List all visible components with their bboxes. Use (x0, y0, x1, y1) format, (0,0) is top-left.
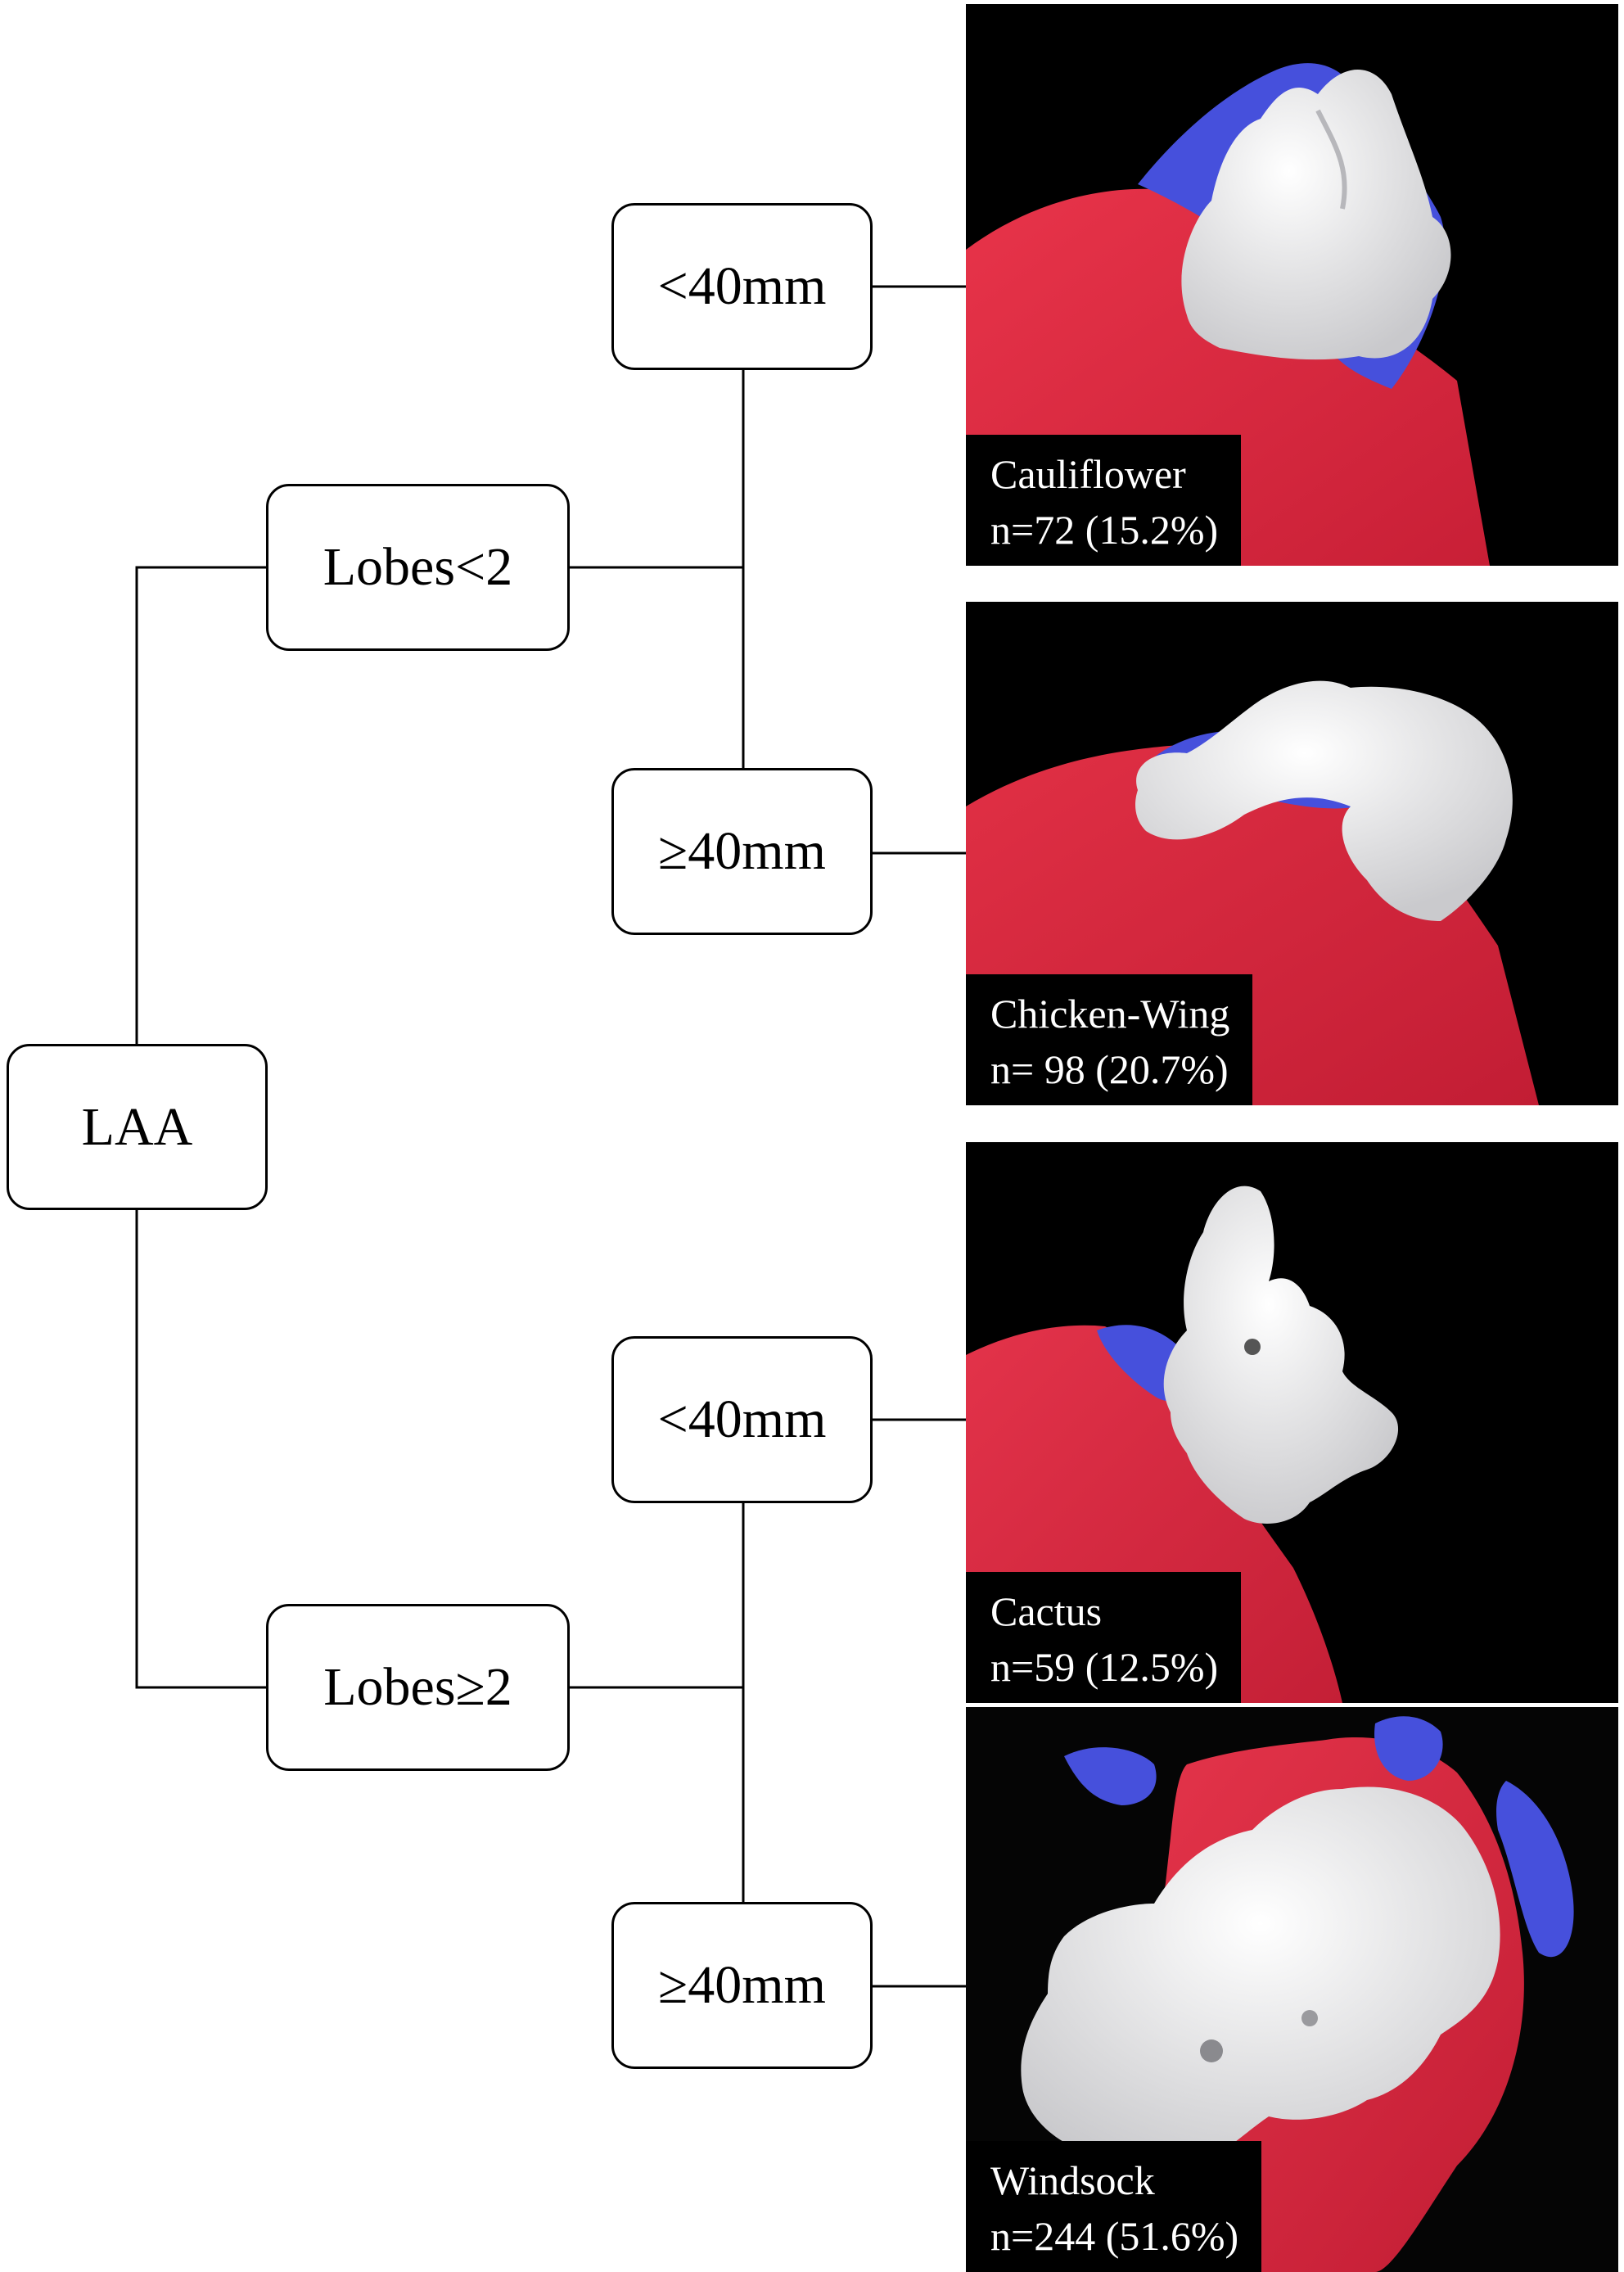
image-panel-chicken-wing: Chicken-Wing n= 98 (20.7%) (966, 602, 1618, 1105)
node-lobes-ge2: Lobes≥2 (266, 1604, 570, 1771)
branch-label: Lobes<2 (323, 537, 513, 597)
morphology-count: n= 98 (20.7%) (990, 1046, 1229, 1092)
root-label: LAA (81, 1096, 193, 1157)
node-size-lt40-b: <40mm (611, 1336, 873, 1503)
morphology-name: Windsock (990, 2157, 1155, 2203)
image-panel-cauliflower: Cauliflower n=72 (15.2%) (966, 4, 1618, 566)
caption-chicken-wing: Chicken-Wing n= 98 (20.7%) (966, 974, 1253, 1105)
size-label: <40mm (657, 1389, 827, 1449)
morphology-name: Cauliflower (990, 451, 1186, 497)
root-node-laa: LAA (7, 1044, 268, 1210)
morphology-count: n=244 (51.6%) (990, 2213, 1239, 2259)
connector-root-to-lobes-lt2 (135, 566, 266, 1044)
caption-windsock: Windsock n=244 (51.6%) (966, 2141, 1262, 2272)
caption-cactus: Cactus n=59 (12.5%) (966, 1572, 1242, 1703)
node-size-lt40-a: <40mm (611, 203, 873, 370)
morphology-name: Chicken-Wing (990, 991, 1230, 1037)
branch-label: Lobes≥2 (323, 1657, 512, 1717)
morphology-count: n=72 (15.2%) (990, 507, 1219, 553)
image-panel-cactus: Cactus n=59 (12.5%) (966, 1142, 1618, 1703)
caption-cauliflower: Cauliflower n=72 (15.2%) (966, 435, 1242, 566)
morphology-name: Cactus (990, 1588, 1103, 1634)
size-label: <40mm (657, 256, 827, 316)
size-label: ≥40mm (658, 821, 826, 881)
node-size-ge40-a: ≥40mm (611, 768, 873, 935)
node-size-ge40-b: ≥40mm (611, 1902, 873, 2069)
connector-root-to-lobes-ge2 (135, 1210, 266, 1689)
image-panel-windsock: Windsock n=244 (51.6%) (966, 1707, 1618, 2272)
size-label: ≥40mm (658, 1955, 826, 2015)
morphology-count: n=59 (12.5%) (990, 1644, 1219, 1690)
windsock-rendering (966, 1707, 1618, 2272)
connector-lobes-lt2-to-sizes (570, 370, 745, 768)
node-lobes-lt2: Lobes<2 (266, 484, 570, 651)
connector-lobes-ge2-to-sizes (570, 1503, 745, 1902)
